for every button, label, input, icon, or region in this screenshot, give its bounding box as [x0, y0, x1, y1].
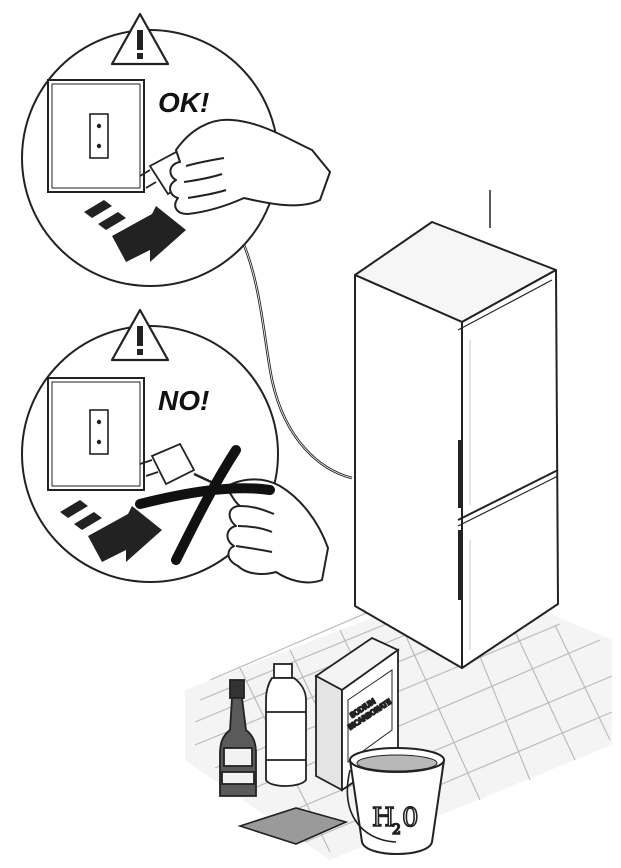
hand-pulling-cord — [223, 478, 329, 584]
refrigerator — [354, 221, 559, 669]
bucket-label-o: 0 — [402, 803, 419, 833]
correct-unplug-panel: OK! — [21, 12, 331, 287]
warning-triangle-icon — [110, 308, 170, 362]
pull-arrow-icon — [60, 500, 162, 562]
plug — [139, 442, 196, 486]
no-label: NO! — [158, 385, 209, 416]
vinegar-bottle — [219, 679, 257, 797]
incorrect-unplug-panel: NO! — [21, 308, 329, 584]
bucket-label-h: H — [372, 803, 395, 833]
hand-pulling-plug — [169, 118, 331, 215]
bicarbonate-box: SODIUM BICARBONATE — [314, 636, 400, 792]
wall-socket — [47, 79, 145, 193]
bucket-label-sub: 2 — [392, 822, 401, 838]
detergent-bottle — [265, 663, 307, 787]
water-bucket: H 2 0 — [346, 747, 446, 855]
wall-socket — [47, 377, 145, 491]
cleaning-cloth — [237, 807, 349, 845]
warning-triangle-icon — [110, 12, 170, 66]
ok-label: OK! — [158, 87, 209, 118]
pull-arrow-icon — [84, 200, 186, 262]
cross-icon — [135, 445, 275, 565]
